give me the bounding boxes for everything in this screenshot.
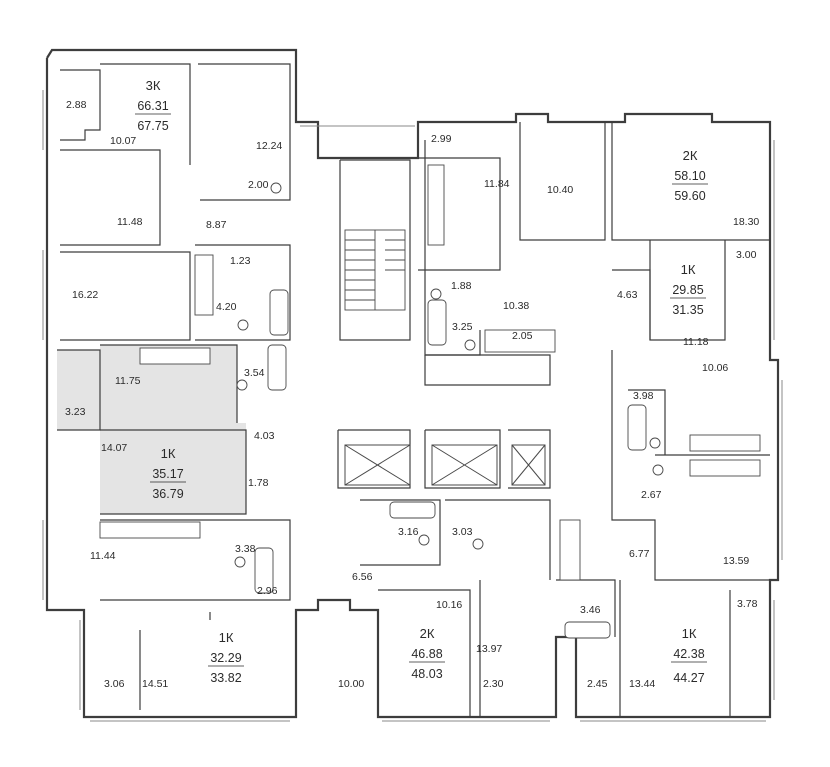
apartment-living-area: 46.88: [411, 647, 442, 661]
apartment-living-area: 35.17: [152, 467, 183, 481]
room-area: 2.88: [66, 99, 87, 111]
room-area: 10.38: [503, 300, 529, 312]
apartment-living-area: 66.31: [137, 99, 168, 113]
apartment-living-area: 29.85: [672, 283, 703, 297]
room-area: 12.24: [256, 140, 282, 152]
apartment-type: 1К: [219, 630, 234, 645]
outer-walls: [45, 48, 780, 719]
apartment-type: 1К: [161, 446, 176, 461]
room-area: 2.45: [587, 678, 608, 690]
apartment-label-a2: 2К 58.10 59.60: [672, 148, 708, 203]
room-area: 4.03: [254, 430, 275, 442]
apartment-total-area: 67.75: [137, 119, 168, 133]
room-area: 18.30: [733, 216, 759, 228]
bathroom-fixtures: [234, 182, 664, 639]
room-area: 2.05: [512, 330, 533, 342]
apartment-total-area: 31.35: [672, 303, 703, 317]
room-area: 8.87: [206, 219, 227, 231]
room-area-labels: 2.88 10.07 12.24 2.00 11.48 8.87 1.23 16…: [65, 99, 759, 690]
room-area: 4.63: [617, 289, 638, 301]
room-area: 3.38: [235, 543, 256, 555]
room-area: 3.78: [737, 598, 758, 610]
room-area: 3.98: [633, 390, 654, 402]
apartment-total-area: 36.79: [152, 487, 183, 501]
staircase: [344, 229, 406, 311]
room-area: 14.51: [142, 678, 168, 690]
room-area: 3.46: [580, 604, 601, 616]
apartment-type: 3К: [146, 78, 161, 93]
apartment-type: 1К: [682, 626, 697, 641]
room-area: 2.99: [431, 133, 452, 145]
elevator-shafts: [344, 444, 546, 486]
room-area: 2.30: [483, 678, 504, 690]
room-area: 1.88: [451, 280, 472, 292]
apartment-label-a5: 1К 32.29 33.82: [208, 630, 244, 685]
room-area: 13.59: [723, 555, 749, 567]
apartment-label-a1: 3К 66.31 67.75: [135, 78, 171, 133]
apartment-type: 1К: [681, 262, 696, 277]
apartment-label-a6: 2К 46.88 48.03: [409, 626, 445, 681]
room-area: 11.18: [683, 336, 709, 348]
room-area: 3.25: [452, 321, 473, 333]
apartment-label-a4: 1К 35.17 36.79: [150, 446, 186, 501]
apartment-type: 2К: [683, 148, 698, 163]
room-area: 10.40: [547, 184, 573, 196]
room-area: 3.23: [65, 406, 86, 418]
room-area: 2.96: [257, 585, 278, 597]
apartment-total-area: 33.82: [210, 671, 241, 685]
room-area: 1.23: [230, 255, 251, 267]
room-area: 11.75: [115, 375, 141, 387]
room-area: 10.00: [338, 678, 364, 690]
room-area: 11.48: [117, 216, 143, 228]
interior-walls: [57, 63, 770, 717]
apartment-total-area: 48.03: [411, 667, 442, 681]
room-area: 2.00: [248, 179, 269, 191]
room-area: 6.56: [352, 571, 373, 583]
apartment-type: 2К: [420, 626, 435, 641]
room-area: 16.22: [72, 289, 98, 301]
kitchen-counters: [99, 164, 761, 581]
apartment-total-area: 44.27: [673, 671, 704, 685]
room-area: 3.00: [736, 249, 757, 261]
room-area: 13.97: [476, 643, 502, 655]
room-area: 1.78: [248, 477, 269, 489]
room-area: 3.54: [244, 367, 265, 379]
room-area: 2.67: [641, 489, 662, 501]
room-area: 10.07: [110, 135, 136, 147]
room-area: 4.20: [216, 301, 237, 313]
apartment-label-a7: 1К 42.38 44.27: [671, 626, 707, 685]
apartment-living-area: 58.10: [674, 169, 705, 183]
room-area: 11.84: [484, 178, 510, 190]
room-area: 14.07: [101, 442, 127, 454]
room-area: 10.06: [702, 362, 728, 374]
apartment-label-a3: 1К 29.85 31.35: [670, 262, 706, 317]
room-area: 11.44: [90, 550, 116, 562]
room-area: 6.77: [629, 548, 650, 560]
room-area: 3.03: [452, 526, 473, 538]
apartment-living-area: 42.38: [673, 647, 704, 661]
room-area: 13.44: [629, 678, 655, 690]
apartment-living-area: 32.29: [210, 651, 241, 665]
room-area: 3.16: [398, 526, 419, 538]
apartment-total-area: 59.60: [674, 189, 705, 203]
room-area: 10.16: [436, 599, 462, 611]
windows: [42, 90, 783, 722]
room-area: 3.06: [104, 678, 125, 690]
